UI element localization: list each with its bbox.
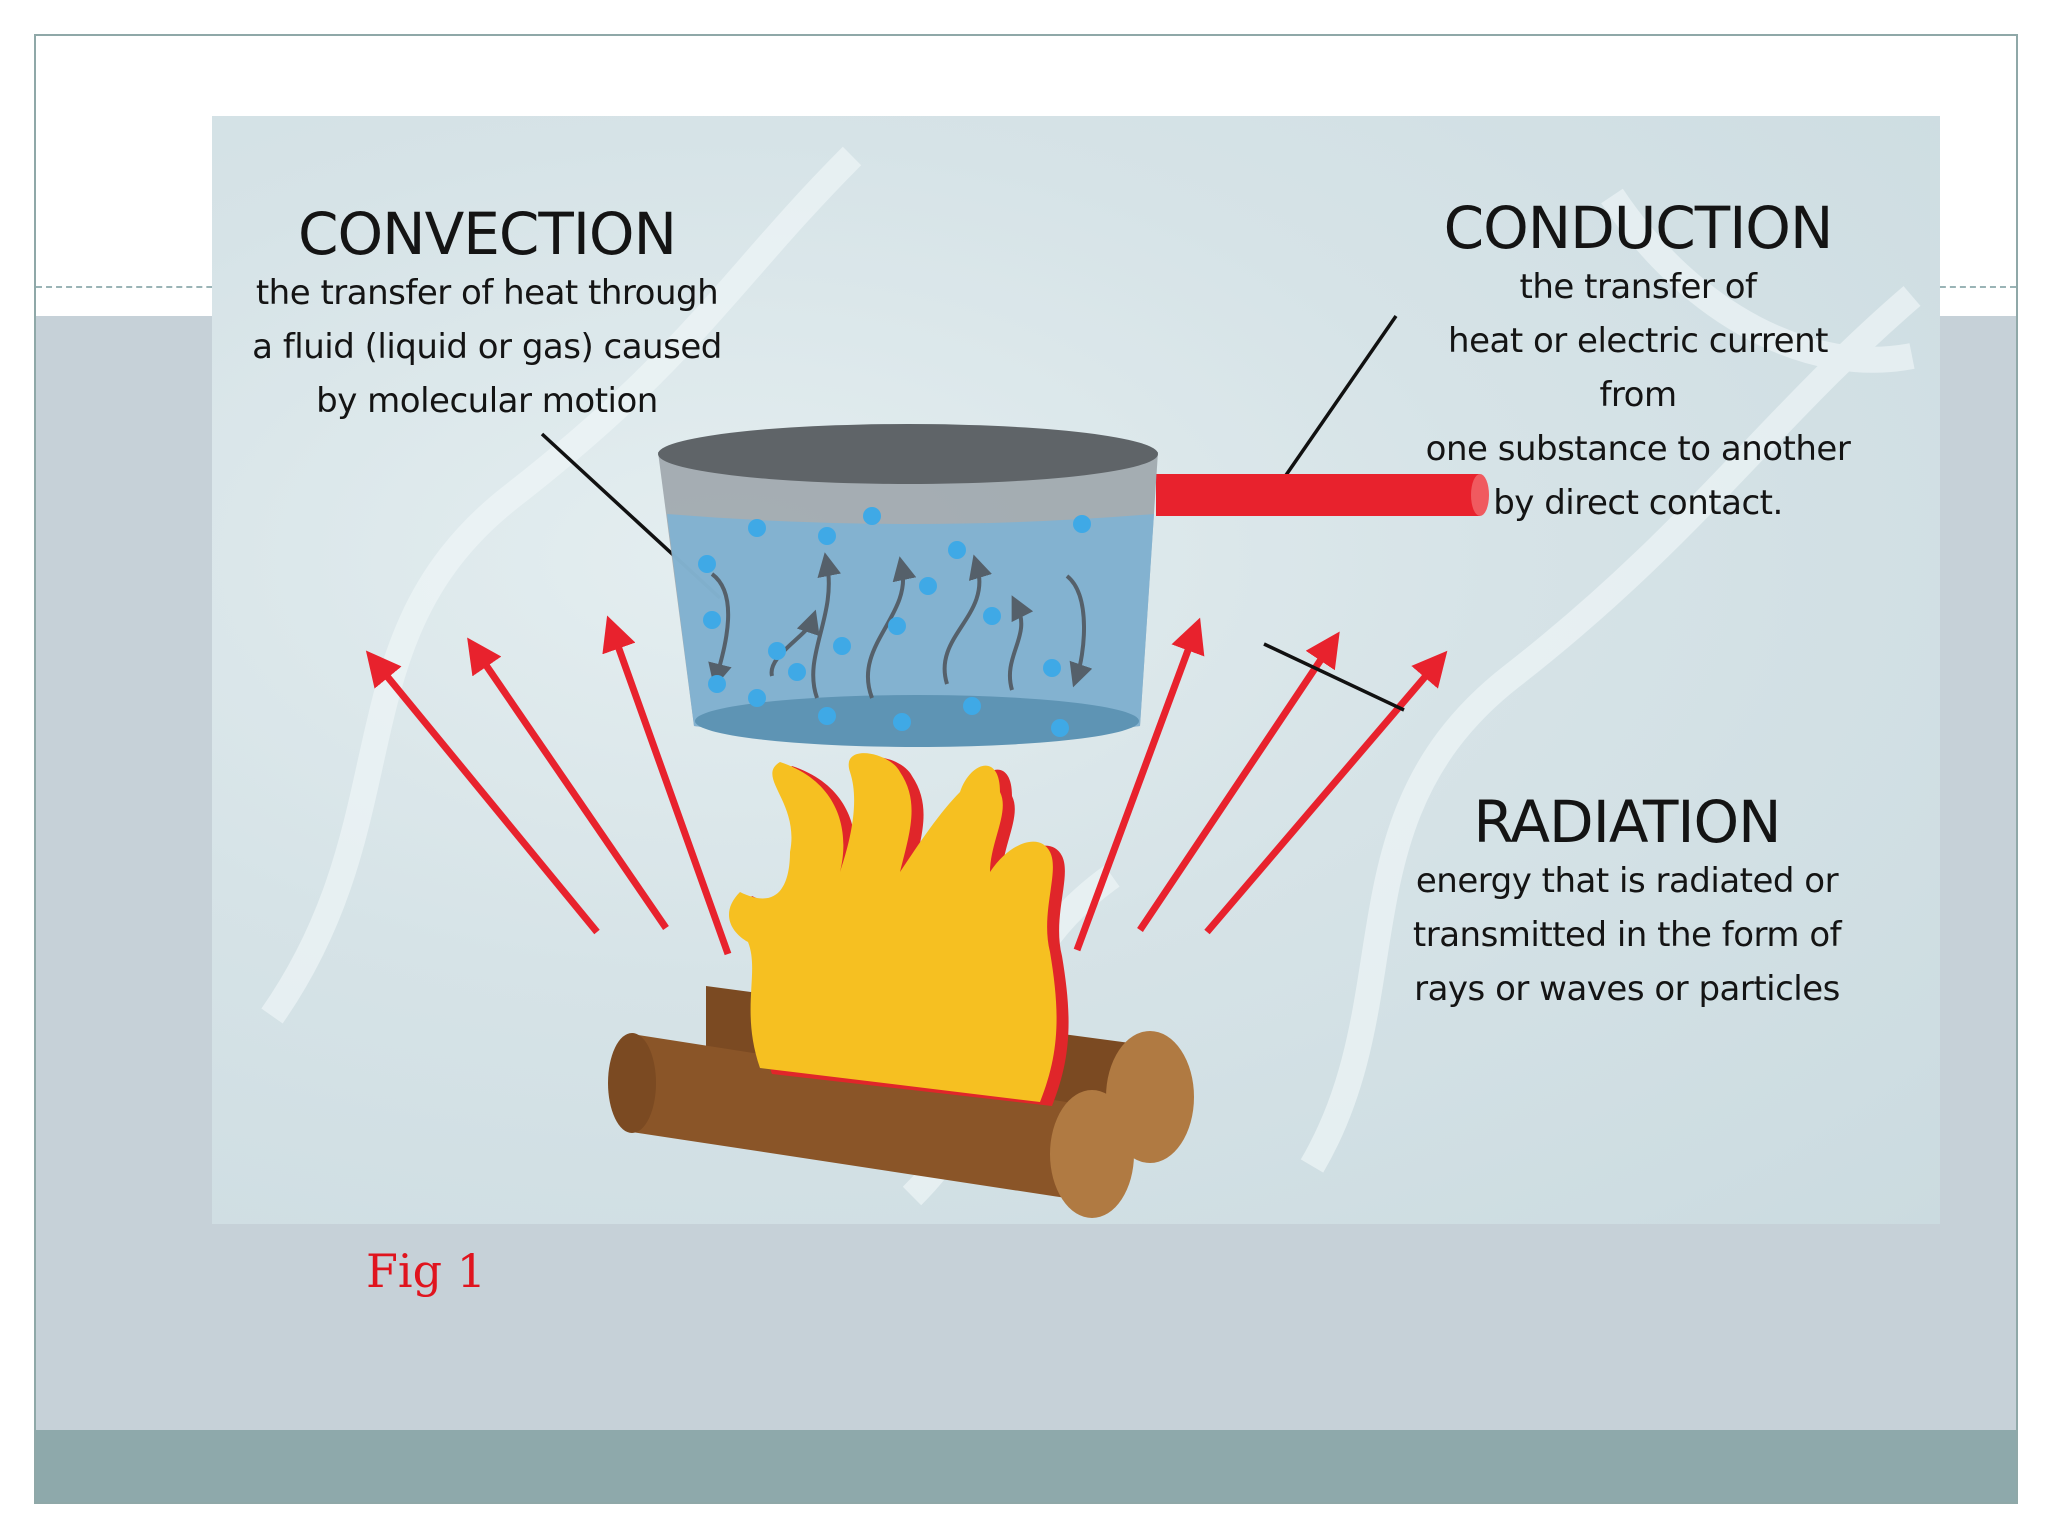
convection-description-line: a fluid (liquid or gas) caused <box>252 327 722 367</box>
footer-bar <box>36 1430 2016 1502</box>
conduction-description-line: by direct contact. <box>1493 483 1783 523</box>
conduction-label: CONDUCTION the transfer of heat or elect… <box>1408 196 1868 530</box>
radiation-description-line: transmitted in the form of <box>1412 915 1842 955</box>
convection-label: CONVECTION the transfer of heat through … <box>212 202 762 428</box>
figure-caption: Fig 1 <box>366 1244 486 1298</box>
water-bubbles <box>698 507 1091 737</box>
conduction-description-line: the transfer of <box>1519 267 1757 307</box>
convection-description-line: the transfer of heat through <box>255 273 719 313</box>
slide: CONVECTION the transfer of heat through … <box>34 34 2018 1504</box>
pot <box>658 424 1158 747</box>
radiation-arrow <box>467 637 669 930</box>
convection-description-line: by molecular motion <box>316 381 658 421</box>
radiation-leader-line <box>1263 642 1405 712</box>
radiation-arrow <box>1073 617 1205 952</box>
conduction-leader-line <box>1282 315 1398 479</box>
convection-title: CONVECTION <box>298 200 677 268</box>
radiation-label: RADIATION energy that is radiated or tra… <box>1402 790 1852 1016</box>
conduction-description-line: one substance to another <box>1425 429 1851 469</box>
radiation-title: RADIATION <box>1473 788 1781 856</box>
pot-handle <box>1156 474 1489 516</box>
radiation-description-line: rays or waves or particles <box>1414 969 1840 1009</box>
pot-rim <box>658 424 1158 484</box>
convection-current-arrows <box>708 552 1093 699</box>
heat-transfer-figure: CONVECTION the transfer of heat through … <box>212 116 1940 1224</box>
conduction-description-line: heat or electric current from <box>1448 321 1828 415</box>
radiation-arrow <box>602 615 732 956</box>
radiation-arrow <box>365 650 600 935</box>
radiation-description-line: energy that is radiated or <box>1415 861 1839 901</box>
radiation-arrow <box>1137 631 1340 932</box>
flame <box>728 753 1069 1106</box>
conduction-title: CONDUCTION <box>1443 194 1834 262</box>
heat-transfer-illustration <box>261 146 1921 1218</box>
pot-bottom <box>695 695 1139 747</box>
pot-water <box>667 514 1154 741</box>
